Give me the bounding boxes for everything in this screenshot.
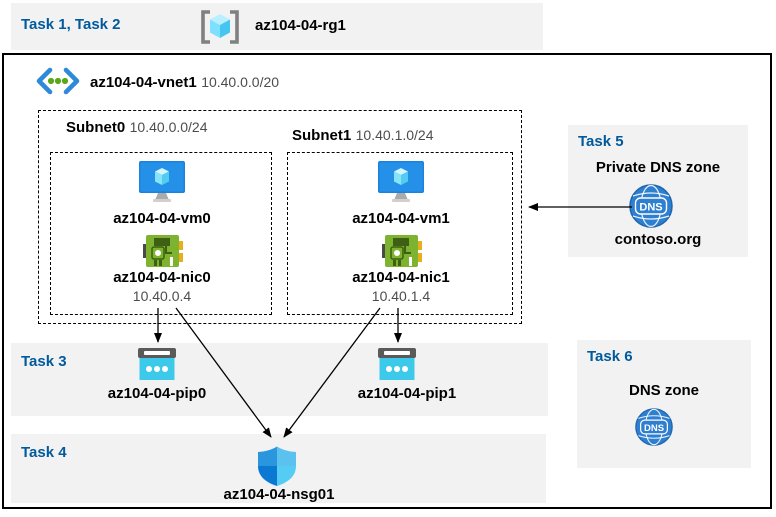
nsg-name: az104-04-nsg01 (223, 486, 335, 503)
dns-icon-text: DNS (644, 423, 664, 434)
pip1-icon (378, 348, 416, 381)
dns-zone-title: DNS zone (628, 382, 699, 399)
pip0-name: az104-04-pip0 (107, 385, 207, 402)
dns-zone-icon: DNS (635, 408, 673, 446)
vm1-icon (377, 161, 425, 203)
vm1-name: az104-04-vm1 (352, 210, 450, 227)
nic0-icon (143, 233, 183, 269)
subnet1-name: Subnet1 (292, 127, 352, 144)
pip0-icon (138, 348, 176, 381)
vnet-icon (34, 66, 82, 96)
nic0-ip: 10.40.0.4 (132, 288, 192, 304)
subnet1-cidr: 10.40.1.0/24 (355, 127, 434, 143)
subnet1-box: az104-04-vm1 az104-04-nic1 10.40.1.4 (287, 152, 513, 315)
subnet0-box: az104-04-vm0 az104-04-nic0 10.40.0.4 (50, 152, 272, 315)
nic0-name: az104-04-nic0 (113, 269, 211, 286)
nic1-icon (382, 233, 422, 269)
vnet-title: az104-04-vnet1 10.40.0.0/20 (90, 71, 279, 94)
private-dns-icon: DNS (629, 184, 673, 228)
subnet0-name: Subnet0 (66, 119, 126, 136)
subnet0-cidr: 10.40.0.0/24 (129, 119, 208, 135)
vnet-cidr: 10.40.0.0/20 (201, 74, 280, 90)
resource-group-band: Task 1, Task 2 az104-04-rg1 (11, 3, 543, 50)
vm0-icon (138, 161, 186, 203)
subnet0-title: Subnet0 10.40.0.0/24 (66, 118, 208, 137)
subnet1-title: Subnet1 10.40.1.0/24 (292, 126, 434, 145)
resource-group-icon (197, 7, 243, 47)
nic1-ip: 10.40.1.4 (371, 288, 431, 304)
resource-group-name: az104-04-rg1 (255, 17, 346, 34)
nic1-name: az104-04-nic1 (352, 269, 450, 286)
pip1-name: az104-04-pip1 (357, 385, 457, 402)
task12-label: Task 1, Task 2 (21, 16, 121, 33)
task6-box: Task 6 DNS zone DNS (577, 340, 751, 468)
dns-icon-text: DNS (639, 202, 662, 214)
task4-band: Task 4 az104-04-nsg01 (11, 434, 546, 503)
task4-label: Task 4 (21, 444, 67, 461)
subnets-outer-box (38, 110, 522, 324)
vm0-name: az104-04-vm0 (113, 210, 211, 227)
private-dns-zone-name: contoso.org (614, 231, 702, 248)
nsg-icon (256, 446, 298, 486)
vnet-name: az104-04-vnet1 (90, 74, 197, 91)
task3-label: Task 3 (21, 353, 67, 370)
task5-box: Task 5 Private DNS zone DNS contoso.org (568, 125, 748, 257)
task6-label: Task 6 (587, 348, 633, 365)
private-dns-zone-title: Private DNS zone (595, 159, 721, 176)
task3-band: Task 3 az104-04-pip0 az104-04-pip1 (11, 343, 548, 416)
task5-label: Task 5 (578, 133, 624, 150)
